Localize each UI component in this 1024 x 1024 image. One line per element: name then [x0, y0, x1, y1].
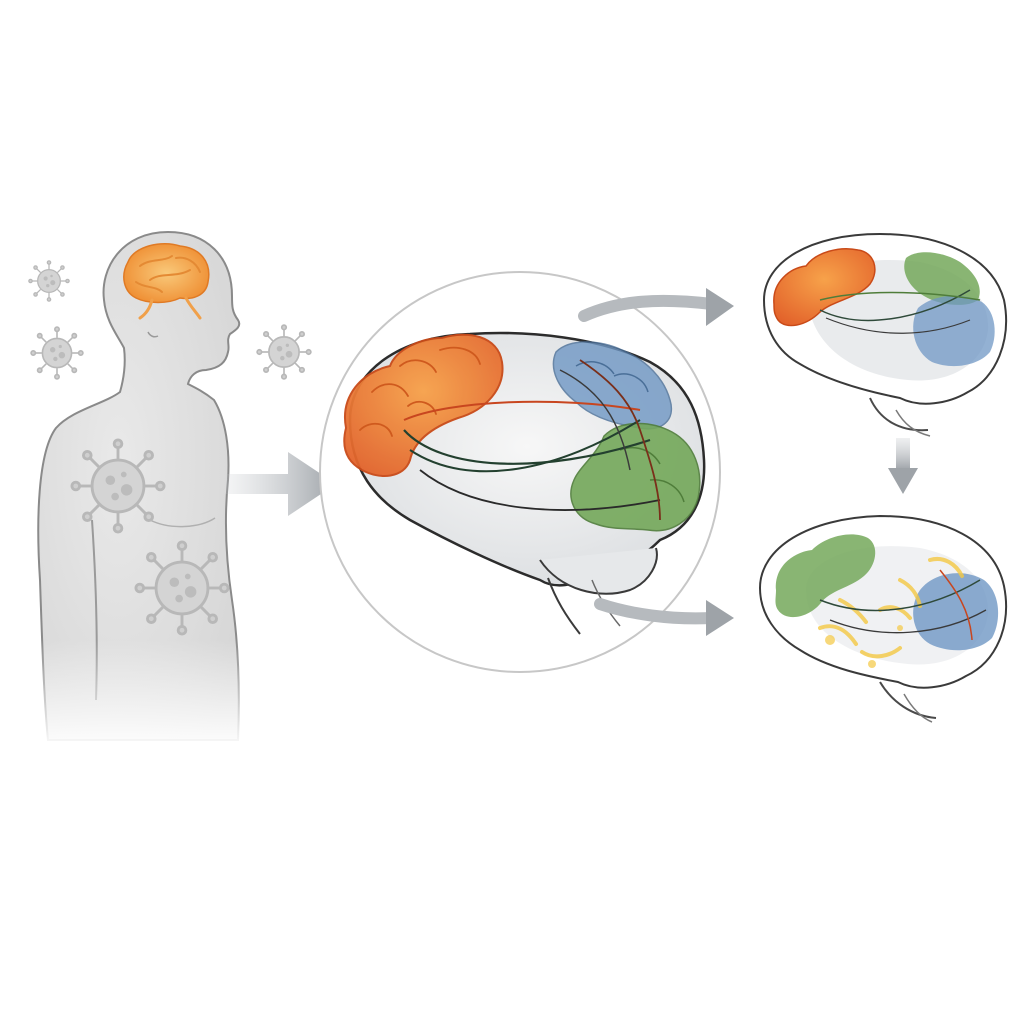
parietal-lobe-region — [913, 573, 999, 651]
virus-icon — [30, 326, 84, 380]
flow-arrow — [888, 438, 918, 494]
outcome-brain-bottom — [758, 514, 1008, 723]
inflammation-spots — [818, 557, 964, 659]
virus-icon — [70, 438, 166, 534]
virus-icon — [134, 540, 230, 636]
occipital-lobe-region — [775, 534, 876, 618]
magnified-brain — [319, 271, 721, 673]
head-brain-icon — [123, 243, 210, 320]
occipital-lobe-region — [570, 422, 701, 532]
flow-arrow — [226, 452, 336, 516]
frontal-lobe-region — [773, 248, 876, 327]
virus-icon — [256, 324, 312, 380]
human-silhouette — [30, 230, 260, 750]
outcome-brain-top — [762, 232, 1008, 437]
flow-arrow — [594, 598, 734, 636]
occipital-lobe-region — [904, 252, 980, 305]
frontal-lobe-region — [343, 333, 504, 477]
virus-icon — [28, 260, 70, 302]
flow-arrow — [578, 288, 734, 326]
parietal-lobe-region — [913, 295, 995, 367]
